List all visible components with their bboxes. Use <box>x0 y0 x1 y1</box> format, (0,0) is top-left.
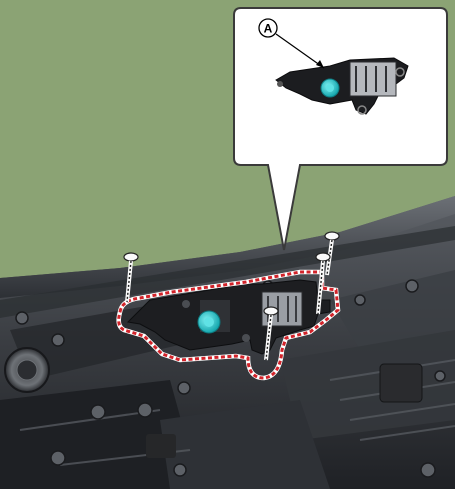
clip-icon <box>197 310 221 334</box>
callout-label: A <box>264 22 273 36</box>
detail-inset: A <box>233 7 448 251</box>
screw-icon <box>123 252 139 303</box>
foam-pad <box>379 363 423 403</box>
callout-leader <box>275 33 325 69</box>
screw-icon <box>315 252 331 315</box>
screw-icon <box>263 306 279 361</box>
callout-badge: A <box>258 18 278 38</box>
inset-bracket <box>275 57 409 115</box>
speaker-icon <box>4 347 50 393</box>
